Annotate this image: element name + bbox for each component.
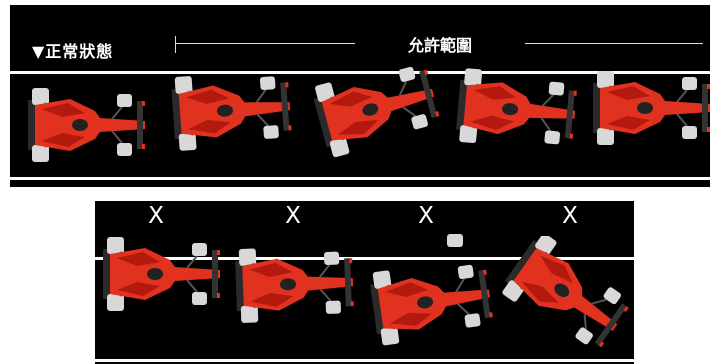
f1-car-icon bbox=[169, 68, 294, 153]
not-allowed-panel: X X X X bbox=[95, 201, 634, 364]
normal-state-label: ▼正常狀態 bbox=[32, 42, 114, 61]
lane-line-bottom bbox=[10, 177, 710, 180]
f1-car-icon bbox=[27, 87, 146, 163]
x-mark: X bbox=[285, 203, 301, 229]
f1-car-icon bbox=[592, 70, 710, 146]
normal-state-panel: ▼正常狀態 允許範圍 bbox=[10, 5, 710, 187]
x-mark: X bbox=[418, 203, 434, 229]
x-mark: X bbox=[562, 203, 578, 229]
lane-line-bottom bbox=[95, 359, 634, 362]
x-mark: X bbox=[148, 203, 164, 229]
allowed-range-tick bbox=[175, 36, 176, 53]
f1-car-icon bbox=[367, 255, 496, 348]
allowed-range-label: 允許範圍 bbox=[355, 32, 525, 56]
loose-tire-icon bbox=[447, 234, 463, 247]
f1-car-icon bbox=[233, 244, 356, 325]
f1-car-icon bbox=[454, 66, 580, 153]
f1-car-icon bbox=[500, 236, 634, 356]
lane-line-top bbox=[10, 71, 710, 74]
f1-car-icon bbox=[310, 57, 444, 157]
f1-car-icon bbox=[102, 236, 221, 312]
lane-line-top bbox=[95, 257, 634, 260]
